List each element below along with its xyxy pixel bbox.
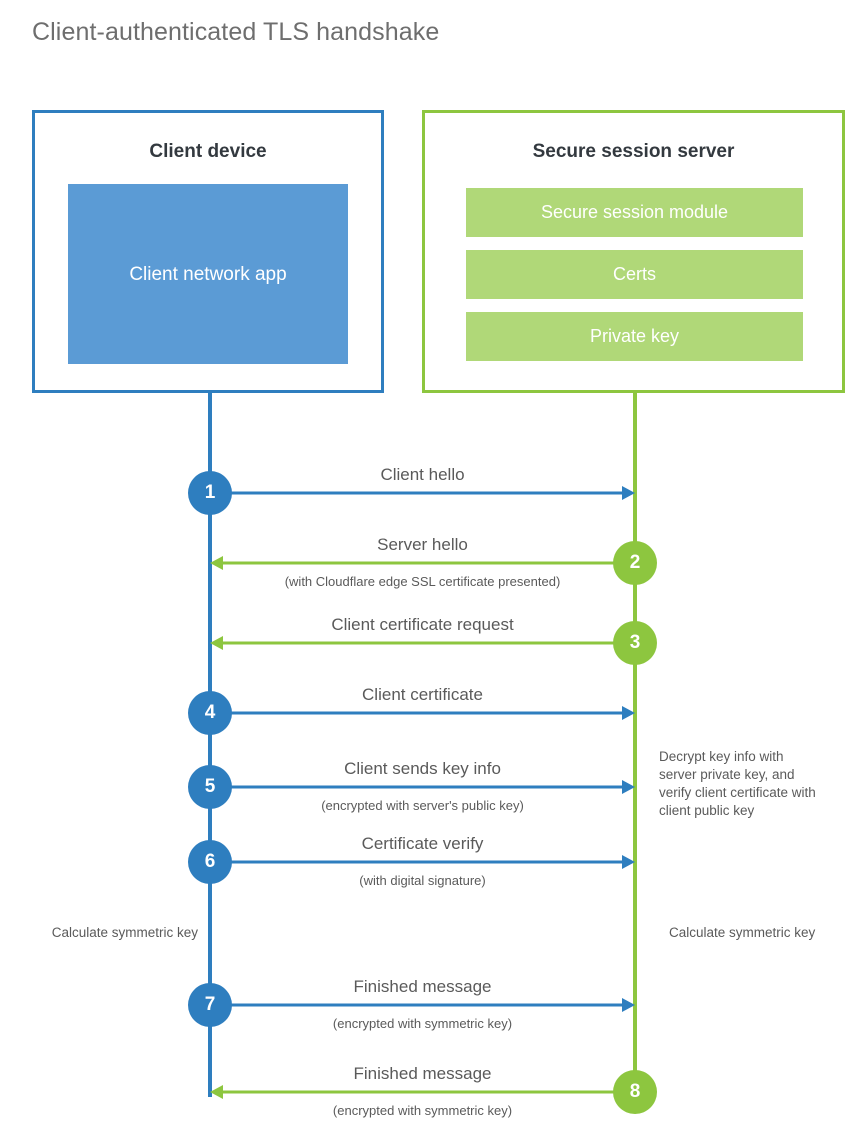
client-device-title: Client device <box>149 141 267 162</box>
client-lifeline <box>208 393 212 1097</box>
step-circle-7[interactable]: 7 <box>188 983 232 1027</box>
message-label-step-7: Finished message <box>353 977 492 996</box>
secure-session-server-title: Secure session server <box>532 141 735 162</box>
step-circle-6[interactable]: 6 <box>188 840 232 884</box>
step-circle-1[interactable]: 1 <box>188 471 232 515</box>
step-circle-4[interactable]: 4 <box>188 691 232 735</box>
note-client-calculate-symmetric-key: Calculate symmetric key <box>51 925 198 940</box>
note-server-calculate-symmetric-key: Calculate symmetric key <box>669 925 816 940</box>
message-sublabel-step-8: (encrypted with symmetric key) <box>332 1103 513 1118</box>
page-title: Client-authenticated TLS handshake <box>32 18 440 46</box>
message-sublabel-step-2: (with Cloudflare edge SSL certificate pr… <box>284 574 561 589</box>
message-label-step-6: Certificate verify <box>361 834 484 853</box>
client-network-app-block: Client network app <box>68 184 348 364</box>
message-sublabel-step-7: (encrypted with symmetric key) <box>332 1016 513 1031</box>
step-circle-8[interactable]: 8 <box>613 1070 657 1114</box>
message-sublabel-step-6: (with digital signature) <box>359 873 486 888</box>
server-bar-private-key: Private key <box>466 312 803 361</box>
message-label-step-5: Client sends key info <box>344 759 501 778</box>
message-label-step-1: Client hello <box>380 465 465 484</box>
server-bar-secure-session-module: Secure session module <box>466 188 803 237</box>
message-label-step-2: Server hello <box>377 535 468 554</box>
step-circle-3[interactable]: 3 <box>613 621 657 665</box>
note-server-decrypt: Decrypt key info with server private key… <box>659 749 816 818</box>
client-device-box: Client device Client network app <box>32 110 384 393</box>
message-label-step-3: Client certificate request <box>331 615 514 634</box>
server-lifeline <box>633 393 637 1092</box>
server-bar-certs: Certs <box>466 250 803 299</box>
message-label-step-4: Client certificate <box>362 685 483 704</box>
step-circle-2[interactable]: 2 <box>613 541 657 585</box>
secure-session-server-box: Secure session server Secure session mod… <box>422 110 845 393</box>
message-sublabel-step-5: (encrypted with server's public key) <box>321 798 524 813</box>
step-circle-5[interactable]: 5 <box>188 765 232 809</box>
message-label-step-8: Finished message <box>353 1064 492 1083</box>
